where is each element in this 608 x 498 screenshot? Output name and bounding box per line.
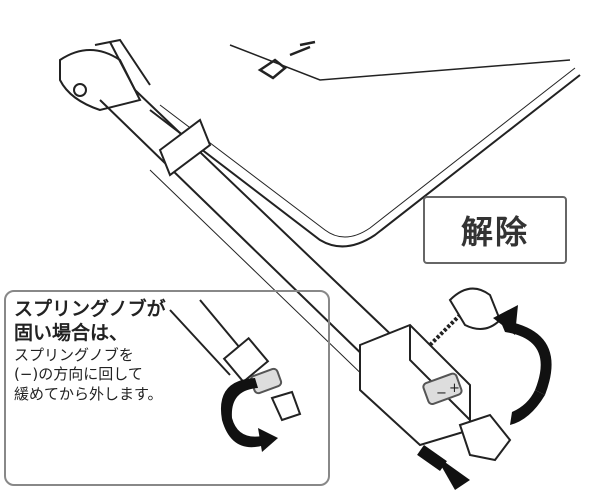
- rotate-arrow-icon: [220, 305, 552, 490]
- callout-body-line1: スプリングノブを: [14, 345, 134, 364]
- callout-text: スプリングノブが 固い場合は、 スプリングノブを (−)の方向に回して 緩めてか…: [14, 298, 166, 405]
- release-label: 解除: [423, 196, 567, 264]
- callout-heading-line1: スプリングノブが: [14, 298, 166, 320]
- callout-box: [4, 290, 330, 486]
- board-outline: [149, 74, 581, 248]
- callout-body-line3: 緩めてから外します。: [14, 385, 163, 404]
- callout-body-line2: (−)の方向に回して: [14, 365, 143, 384]
- callout-heading-line2: 固い場合は、: [14, 321, 129, 344]
- knob-plus-sign: +: [449, 381, 460, 396]
- knob-minus-sign: −: [436, 386, 447, 401]
